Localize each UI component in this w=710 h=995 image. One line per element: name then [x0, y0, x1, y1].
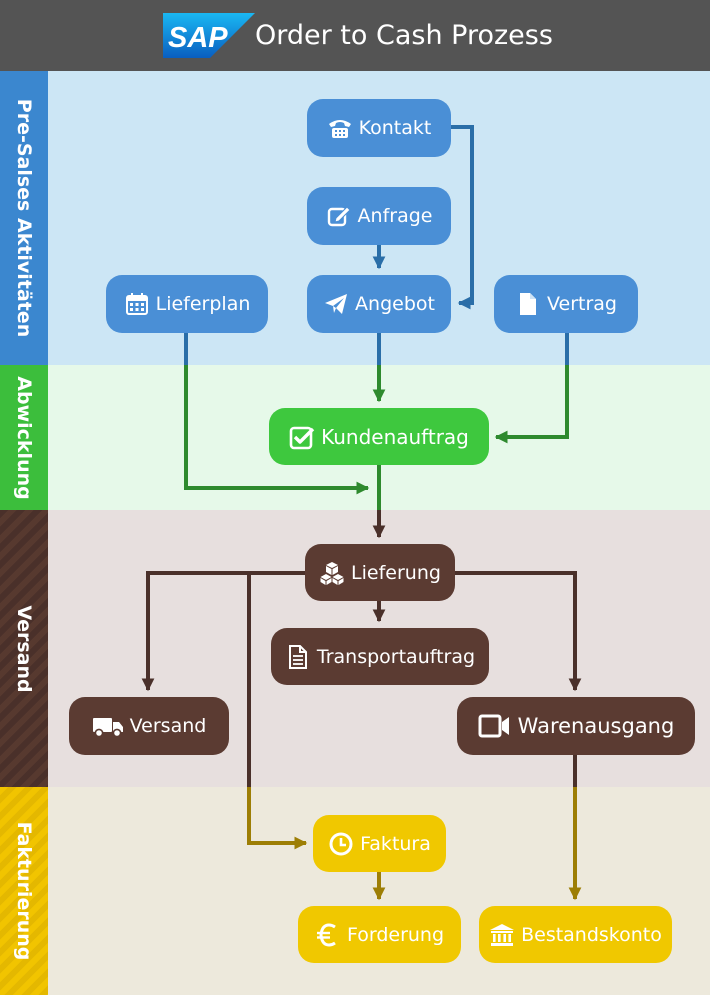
edge-vertrag-kundenauftrag-part1 [494, 365, 569, 444]
truck-icon [92, 713, 124, 739]
logo-text: SAP [168, 22, 228, 54]
edge-lieferplan-lieferung-part1 [184, 365, 370, 495]
node-transportauftrag[interactable]: Transportauftrag [271, 628, 489, 685]
node-anfrage[interactable]: Anfrage [307, 187, 451, 245]
node-forderung[interactable]: Forderung [298, 906, 461, 963]
node-label-bestandskonto: Bestandskonto [521, 923, 662, 946]
lane-side-pre-sales [0, 71, 48, 365]
check-square-icon [289, 424, 315, 450]
file-text-icon [285, 644, 311, 670]
bank-icon [489, 922, 515, 948]
lane-side-abwicklung [0, 365, 48, 510]
euro-icon [315, 922, 341, 948]
edge-kontakt-angebot [451, 125, 474, 310]
edge-lieferung-versand [141, 571, 305, 692]
node-bestandskonto[interactable]: Bestandskonto [479, 906, 672, 963]
node-label-lieferung: Lieferung [351, 561, 441, 584]
clock-icon [328, 831, 354, 857]
document-icon [515, 291, 541, 317]
node-vertrag[interactable]: Vertrag [494, 275, 638, 333]
node-label-kundenauftrag: Kundenauftrag [321, 424, 469, 449]
node-faktura[interactable]: Faktura [313, 815, 446, 872]
sap-logo: SAP [163, 13, 255, 58]
edge-lieferung-faktura-part1 [247, 787, 308, 850]
node-label-lieferplan: Lieferplan [155, 293, 251, 315]
node-label-transportauftrag: Transportauftrag [316, 645, 476, 668]
node-label-kontakt: Kontakt [358, 117, 432, 139]
lane-side-versand [0, 510, 48, 787]
lane-side-fakturierung [0, 787, 48, 995]
header: SAP Order to Cash Prozess [0, 0, 710, 71]
video-icon [478, 713, 512, 739]
node-kundenauftrag[interactable]: Kundenauftrag [269, 408, 489, 465]
edge-lieferung-warenausgang [455, 571, 582, 692]
phone-icon [327, 115, 353, 141]
node-versand[interactable]: Versand [69, 697, 229, 755]
edit-icon [326, 203, 352, 229]
node-label-faktura: Faktura [360, 832, 431, 855]
node-label-forderung: Forderung [346, 923, 445, 946]
calendar-icon [124, 291, 150, 317]
page-title: Order to Cash Prozess [255, 20, 553, 51]
edge-layer [141, 125, 582, 901]
node-label-versand: Versand [129, 715, 207, 737]
node-kontakt[interactable]: Kontakt [307, 99, 451, 157]
node-warenausgang[interactable]: Warenausgang [457, 697, 695, 755]
node-lieferung[interactable]: Lieferung [305, 544, 455, 601]
node-label-warenausgang: Warenausgang [517, 714, 675, 738]
node-label-anfrage: Anfrage [357, 205, 433, 227]
node-label-vertrag: Vertrag [547, 293, 617, 315]
node-label-angebot: Angebot [355, 293, 435, 315]
node-angebot[interactable]: Angebot [307, 275, 451, 333]
cubes-icon [319, 560, 345, 586]
paper-plane-icon [323, 291, 349, 317]
node-lieferplan[interactable]: Lieferplan [106, 275, 268, 333]
